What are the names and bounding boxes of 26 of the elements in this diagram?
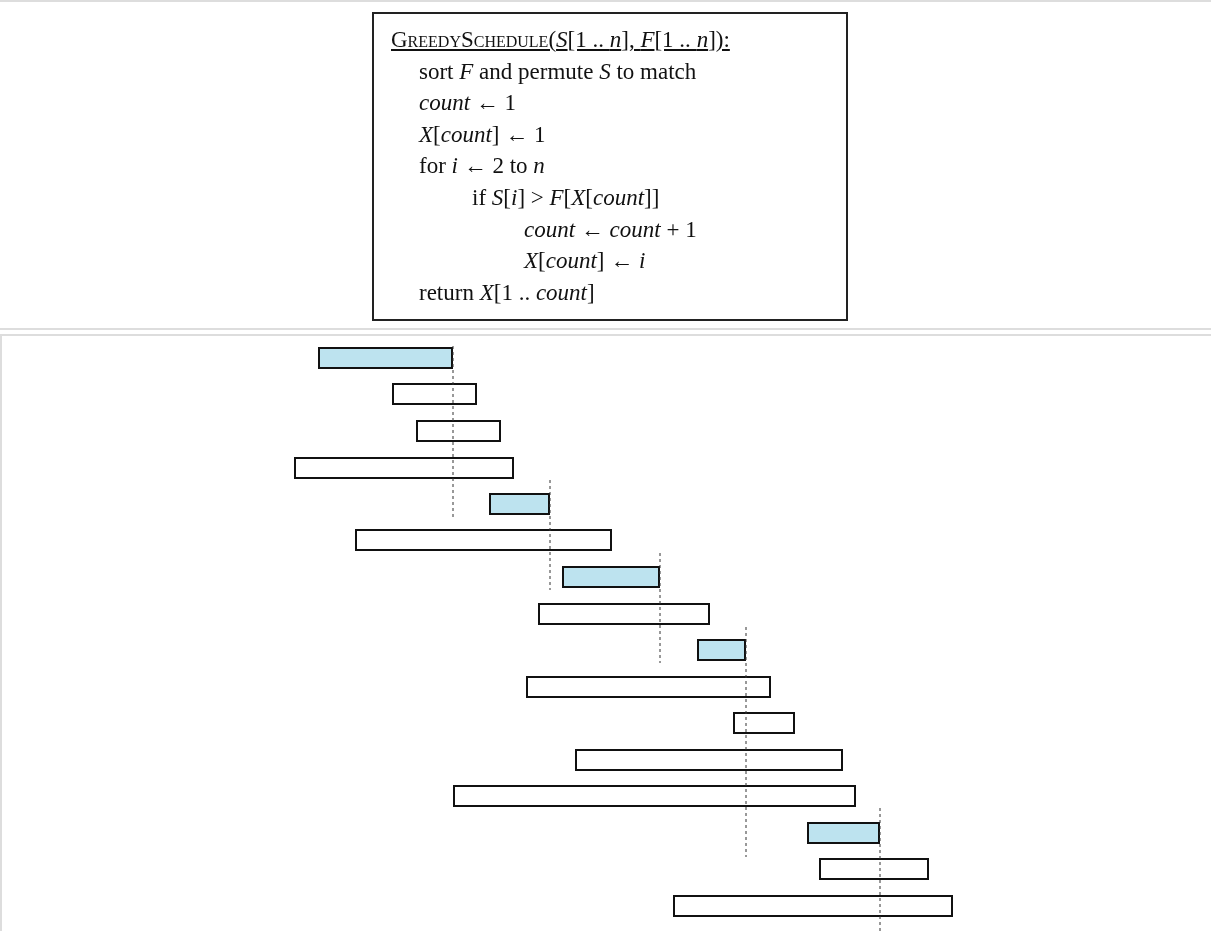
interval-bar <box>575 749 843 771</box>
pseudocode-line: count ← 1 <box>419 89 517 118</box>
interval-bar <box>819 858 929 880</box>
interval-bar <box>526 676 771 698</box>
selected-interval-bar <box>318 347 453 369</box>
interval-bar <box>355 529 612 551</box>
interval-bar <box>733 712 795 734</box>
interval-bar <box>392 383 477 405</box>
interval-bar <box>673 895 953 917</box>
selected-interval-bar <box>489 493 550 515</box>
pseudocode-line: X[count] ← 1 <box>419 120 546 149</box>
pseudocode-line: sort F and permute S to match <box>419 57 697 86</box>
procedure-title: GreedySchedule(S[1 .. n], F[1 .. n]): <box>391 26 730 54</box>
interval-bar <box>294 457 514 479</box>
interval-bar <box>538 603 710 625</box>
selected-interval-bar <box>562 566 660 588</box>
selected-interval-bar <box>807 822 880 844</box>
interval-bar <box>416 420 501 442</box>
pseudocode-line: for i ← 2 to n <box>419 152 545 181</box>
interval-bar <box>453 785 856 807</box>
pseudocode-line: count ← count + 1 <box>524 215 697 244</box>
pseudocode-box <box>372 12 848 321</box>
pseudocode-line: return X[1 .. count] <box>419 278 595 307</box>
selected-interval-bar <box>697 639 746 661</box>
pseudocode-line: X[count] ← i <box>524 247 646 276</box>
pseudocode-line: if S[i] > F[X[count]] <box>472 184 660 212</box>
